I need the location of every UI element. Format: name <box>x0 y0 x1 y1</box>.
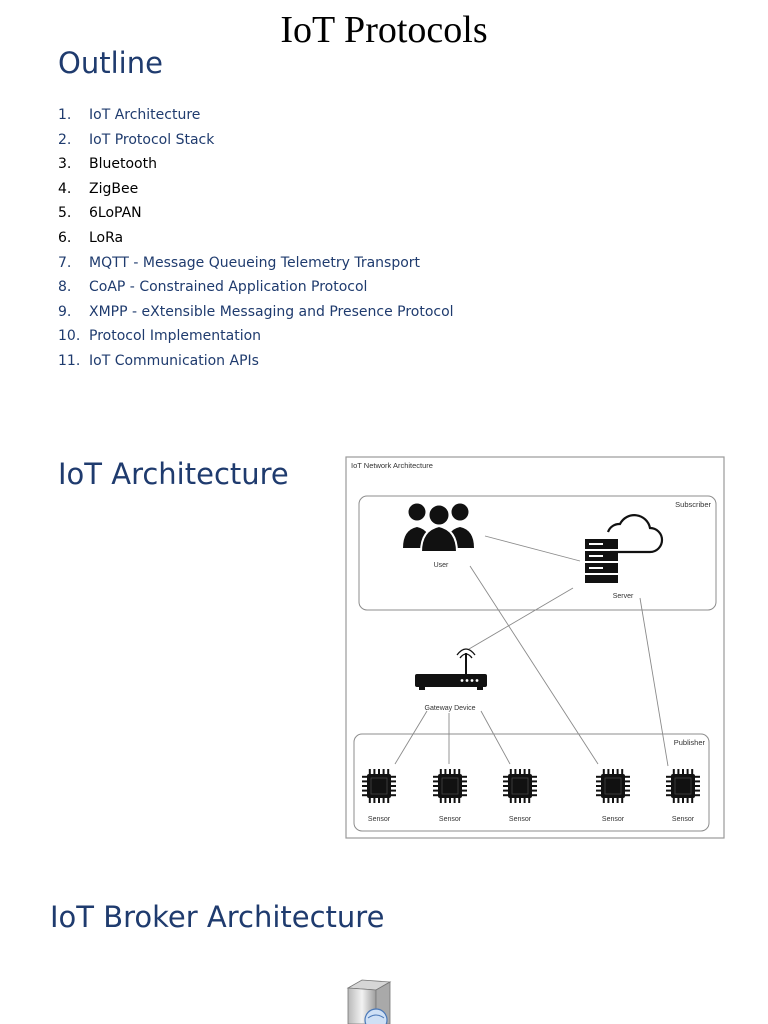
outline-item: 10. Protocol Implementation <box>58 325 454 350</box>
outline-heading: Outline <box>58 46 163 80</box>
outline-item-text: ZigBee <box>89 180 139 197</box>
outline-item-number: 1. <box>58 107 72 123</box>
outline-item: 6. LoRa <box>58 227 454 252</box>
outline-item-number: 8. <box>58 279 72 296</box>
iot-network-architecture-diagram: IoT Network Architecture Subscriber Publ… <box>345 456 725 839</box>
user-label: User <box>434 562 449 569</box>
outline-item-number: 4. <box>58 180 72 197</box>
sensor-label: Sensor <box>439 816 462 823</box>
outline-item-text: CoAP - Constrained Application Protocol <box>89 279 368 296</box>
outline-item-text: IoT Architecture <box>89 107 201 123</box>
outline-item: 4. ZigBee <box>58 178 454 203</box>
broker-server-icon <box>346 979 392 1024</box>
connection-lines <box>394 535 669 767</box>
outline-item: 1. IoT Architecture <box>58 104 454 129</box>
outline-item-number: 9. <box>58 303 72 320</box>
server-label: Server <box>613 593 634 600</box>
diagram-frame <box>345 456 725 839</box>
outline-item-text: Bluetooth <box>89 156 157 173</box>
diagram-title: IoT Network Architecture <box>351 461 433 470</box>
outline-item-text: XMPP - eXtensible Messaging and Presence… <box>89 303 454 320</box>
iot-broker-architecture-heading: IoT Broker Architecture <box>50 900 385 934</box>
users-icon <box>403 503 474 553</box>
outline-item-number: 3. <box>58 156 72 173</box>
outline-item-text: IoT Protocol Stack <box>89 131 215 148</box>
outline-list: 1. IoT Architecture 2. IoT Protocol Stack 3.… <box>58 104 454 375</box>
outline-item-text: Protocol Implementation <box>89 328 262 345</box>
outline-item-text: LoRa <box>89 229 124 246</box>
sensor-chip-icon <box>666 769 700 803</box>
outline-item: 3. Bluetooth <box>58 153 454 178</box>
sensor-label: Sensor <box>509 816 532 823</box>
gateway-label: Gateway Device <box>425 705 476 712</box>
publisher-label: Publisher <box>674 738 706 747</box>
outline-item-number: 11. <box>58 352 81 369</box>
sensor-label: Sensor <box>368 816 391 823</box>
subscriber-label: Subscriber <box>675 500 711 509</box>
outline-item-number: 5. <box>58 205 72 222</box>
sensor-label: Sensor <box>672 816 695 823</box>
outline-item: 8. CoAP - Constrained Application Protoco… <box>58 276 454 301</box>
outline-item-text: MQTT - Message Queueing Telemetry Transp… <box>89 254 421 271</box>
publisher-box <box>353 733 710 832</box>
sensor-chip-icon <box>362 769 396 803</box>
outline-item-number: 10. <box>58 328 81 345</box>
server-cloud-icon <box>585 514 664 583</box>
sensor-group: Sensor Sensor Sensor Sensor Sensor <box>362 769 700 823</box>
sensor-chip-icon <box>596 769 630 803</box>
outline-item: 9. XMPP - eXtensible Messaging and Presen… <box>58 301 454 326</box>
outline-item-number: 7. <box>58 254 72 271</box>
sensor-chip-icon <box>503 769 537 803</box>
outline-item: 7. MQTT - Message Queueing Telemetry Tran… <box>58 252 454 277</box>
iot-architecture-heading: IoT Architecture <box>58 457 289 491</box>
sensor-chip-icon <box>433 769 467 803</box>
outline-item-number: 6. <box>58 229 72 246</box>
outline-item: 2. IoT Protocol Stack <box>58 129 454 154</box>
outline-item: 5. 6LoPAN <box>58 202 454 227</box>
outline-item-text: IoT Communication APIs <box>89 352 259 369</box>
gateway-router-icon <box>415 648 487 690</box>
outline-item-number: 2. <box>58 131 72 148</box>
sensor-label: Sensor <box>602 816 625 823</box>
outline-item: 11. IoT Communication APIs <box>58 350 454 375</box>
subscriber-box <box>358 495 717 611</box>
document-title: IoT Protocols <box>280 9 488 51</box>
outline-item-text: 6LoPAN <box>89 205 142 222</box>
